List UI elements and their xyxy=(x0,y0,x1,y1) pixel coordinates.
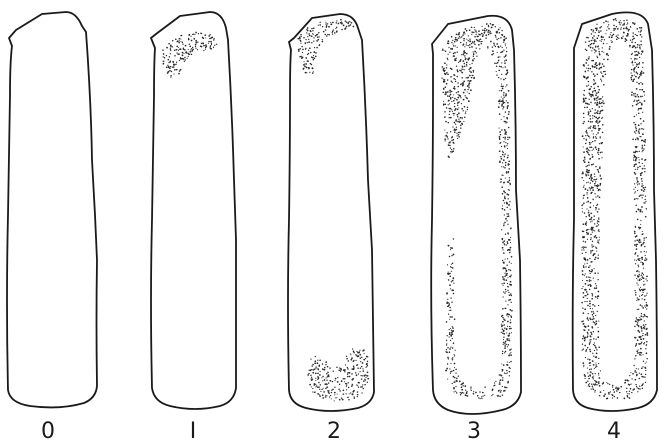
panel-0-outline xyxy=(7,12,97,407)
panel-4: 4 xyxy=(573,12,657,444)
panel-1: I xyxy=(151,12,236,444)
panel-0: 0 xyxy=(7,12,97,444)
panel-3-outline xyxy=(431,16,521,414)
panel-3: 3 xyxy=(431,16,521,444)
panel-1-outline xyxy=(151,12,236,409)
panel-3-label: 3 xyxy=(467,419,481,444)
panel-0-label: 0 xyxy=(41,419,55,444)
panel-2: 2 xyxy=(288,14,374,444)
panel-2-outline xyxy=(288,14,374,411)
panel-1-label: I xyxy=(190,419,197,444)
panel-4-label: 4 xyxy=(607,419,621,444)
panel-2-label: 2 xyxy=(327,419,341,444)
